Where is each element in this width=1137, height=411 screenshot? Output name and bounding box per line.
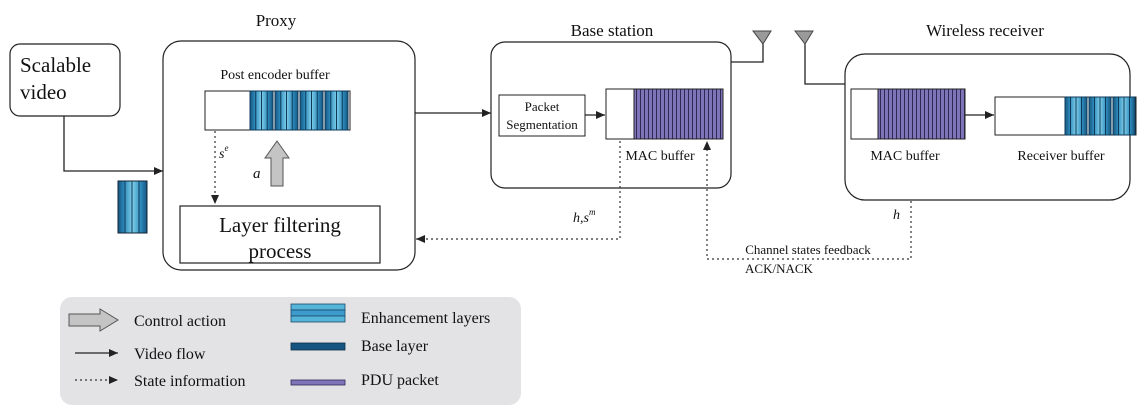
rx-antenna-icon bbox=[793, 30, 845, 85]
post-encoder-buffer bbox=[204, 90, 351, 131]
legend-pdu-packet-label: PDU packet bbox=[361, 372, 439, 389]
enhancement-layer-packets bbox=[249, 90, 349, 131]
legend-control-action-label: Control action bbox=[134, 313, 226, 330]
state-h-label: h bbox=[893, 208, 900, 223]
layer-filtering-box bbox=[179, 205, 381, 264]
control-action-arrow bbox=[264, 140, 290, 187]
layered-packet bbox=[324, 90, 349, 131]
video-flow-source-to-proxy bbox=[63, 116, 163, 175]
legend-enhancement-layers-icon bbox=[290, 303, 346, 323]
legend-video-flow-label: Video flow bbox=[134, 346, 206, 363]
receiver-buffer-label: Receiver buffer bbox=[1017, 149, 1105, 164]
mac-buffer-rx-label: MAC buffer bbox=[870, 149, 940, 164]
receiver-buffer bbox=[994, 96, 1137, 136]
scalable-video-label-line1: Scalable bbox=[20, 53, 91, 77]
layered-packet bbox=[1112, 96, 1136, 136]
layered-packet bbox=[299, 90, 324, 131]
legend-base-layer: Base layer bbox=[290, 338, 429, 355]
control-action-label: a bbox=[253, 166, 261, 182]
legend-pdu-packet: PDU packet bbox=[290, 372, 439, 389]
base-station-title: Base station bbox=[571, 21, 654, 40]
scalable-video-box bbox=[9, 43, 121, 117]
scalable-video-label-line2: video bbox=[20, 80, 67, 104]
layer-filtering-label-line1: Layer filtering bbox=[219, 213, 341, 237]
legend-hollow-arrow-icon bbox=[68, 308, 119, 332]
mac-buffer-bs-label: MAC buffer bbox=[625, 149, 695, 164]
bs-antenna-icon bbox=[731, 30, 772, 63]
legend-enhancement-layers-label: Enhancement layers bbox=[361, 310, 490, 327]
mac-buffer-bs bbox=[605, 88, 724, 140]
proxy-title: Proxy bbox=[256, 11, 297, 30]
layered-packet bbox=[1064, 96, 1088, 136]
legend-state-information-label: State information bbox=[134, 373, 246, 390]
wireless-receiver-title: Wireless receiver bbox=[926, 21, 1044, 40]
state-se-label: se bbox=[219, 143, 228, 162]
state-hsm-label: h,sm bbox=[573, 207, 596, 226]
legend-base-layer-icon bbox=[290, 342, 346, 351]
packet-segmentation-line2: Segmentation bbox=[506, 117, 578, 132]
layered-packet bbox=[274, 90, 299, 131]
layer-filtering-label-line2: process bbox=[249, 239, 312, 263]
legend-box bbox=[60, 297, 521, 405]
legend-base-layer-label: Base layer bbox=[361, 338, 429, 355]
legend-video-flow: Video flow bbox=[75, 346, 206, 363]
post-encoder-buffer-label: Post encoder buffer bbox=[220, 68, 330, 83]
receiver-buffer-packets bbox=[1064, 96, 1136, 136]
channel-feedback-label: Channel states feedback bbox=[745, 242, 871, 257]
legend-state-information: State information bbox=[75, 373, 246, 390]
mac-buffer-rx bbox=[850, 88, 966, 140]
layered-packet bbox=[1088, 96, 1112, 136]
legend-control-action: Control action bbox=[68, 308, 226, 332]
legend-enhancement-layers: Enhancement layers bbox=[290, 303, 490, 327]
legend-pdu-packet-icon bbox=[290, 379, 346, 386]
layered-packet bbox=[249, 90, 274, 131]
video-layers-icon bbox=[117, 180, 148, 234]
channel-feedback-path bbox=[703, 141, 912, 260]
ack-nack-label: ACK/NACK bbox=[745, 261, 814, 276]
packet-segmentation-line1: Packet bbox=[525, 99, 560, 114]
